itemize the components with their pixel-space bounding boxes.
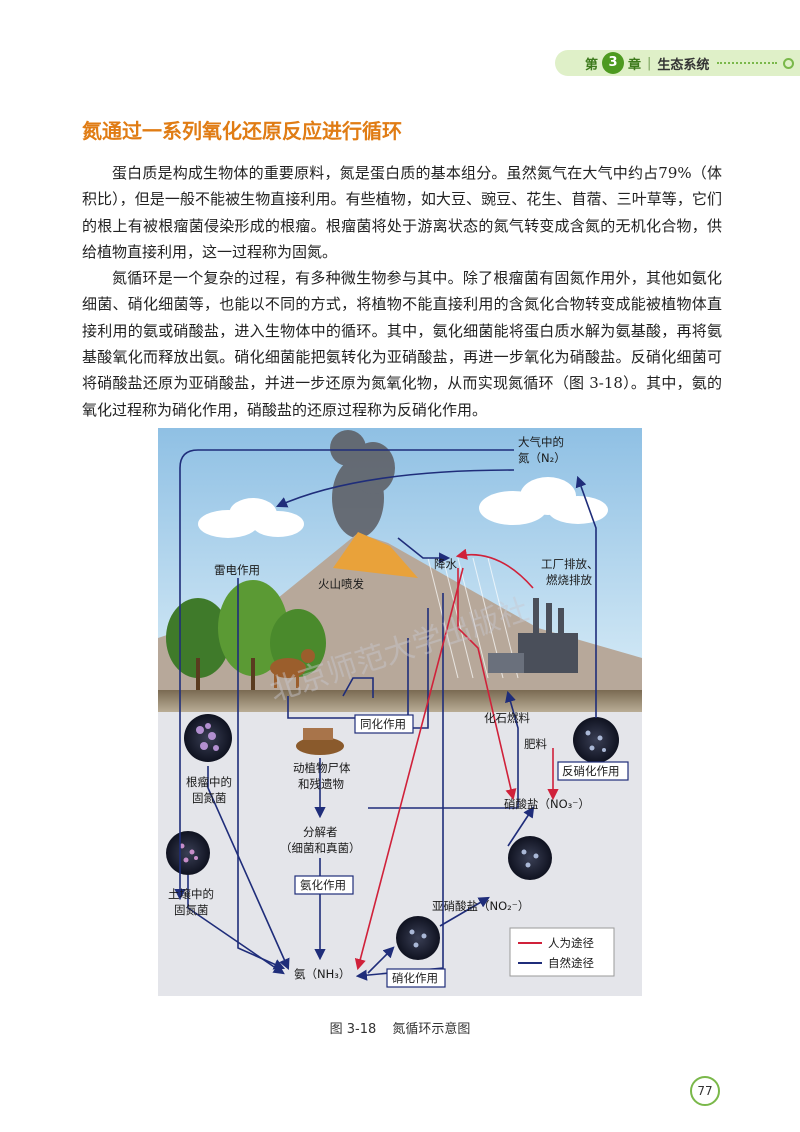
remains-label-2: 和残遗物 [298, 777, 344, 791]
cloud-left [198, 498, 304, 538]
factory-label-2: 燃烧排放 [546, 573, 592, 587]
paragraph-1: 蛋白质是构成生物体的重要原料，氮是蛋白质的基本组分。虽然氮气在大气中约占79%（… [82, 164, 722, 261]
nodule-bacteria-label-1: 根瘤中的 [186, 775, 232, 789]
soil-bacteria-label-1: 土壤中的 [168, 887, 214, 901]
ground [158, 690, 642, 712]
precipitation-label: 降水 [434, 557, 457, 571]
denitrifying-bacteria-image [573, 717, 619, 763]
remains-pile [296, 728, 344, 755]
chapter-name: 生态系统 [657, 57, 710, 73]
ammonia-label: 氨（NH₃） [294, 967, 350, 981]
lightning-label: 雷电作用 [214, 563, 260, 577]
nitrogen-cycle-figure: 大气中的 氮（N₂） 雷电作用 火山喷发 降水 工厂排放、 燃烧排放 化石燃料 … [158, 428, 642, 996]
soil-bacteria-label-2: 固氮菌 [174, 903, 209, 917]
decomposer-label-1: 分解者 [303, 825, 338, 839]
ammonification-box [294, 875, 354, 895]
page-number: 77 [690, 1076, 720, 1106]
nitrite-label: 亚硝酸盐（NO₂⁻） [432, 899, 529, 913]
goat [270, 649, 315, 688]
assimilation-box [354, 714, 414, 734]
legend-natural-label: 自然途径 [548, 956, 594, 970]
volcano-label: 火山喷发 [318, 577, 364, 591]
figure-caption: 图 3-18 氮循环示意图 [0, 1018, 800, 1037]
decomposer-label-2: （细菌和真菌） [280, 841, 361, 855]
soil-bacteria-image [166, 831, 210, 875]
natural-path-arrows [174, 449, 597, 981]
legend: 人为途径 自然途径 [509, 927, 615, 977]
denitrification-box [557, 761, 629, 781]
section-title: 氮通过一系列氧化还原反应进行循环 [82, 119, 402, 143]
nitrification-box [386, 968, 446, 988]
legend-human-label: 人为途径 [548, 936, 594, 950]
nitrate-bacteria-image [508, 836, 552, 880]
ring-icon [783, 57, 794, 69]
chapter-prefix: 第 [585, 57, 599, 73]
nodule-bacteria-label-2: 固氮菌 [192, 791, 227, 805]
atmosphere-n2-label-2: 氮（N₂） [518, 451, 566, 465]
factory-label-1: 工厂排放、 [541, 557, 599, 571]
volcano-smoke [330, 430, 395, 538]
ammonification-label: 氨化作用 [300, 878, 346, 892]
dotted-line-decoration [717, 62, 777, 64]
paragraph-2: 氮循环是一个复杂的过程，有多种微生物参与其中。除了根瘤菌有固氮作用外，其他如氨化… [82, 269, 722, 419]
remains-label-1: 动植物尸体 [293, 761, 351, 775]
fertilizer-label: 肥料 [524, 737, 547, 751]
chapter-separator: | [647, 55, 652, 71]
cloud-right [479, 477, 608, 525]
nodule-bacteria-image [184, 714, 232, 762]
volcano-lava [333, 532, 418, 578]
nitrification-label: 硝化作用 [392, 971, 438, 985]
chapter-number-badge: 3 [602, 52, 625, 74]
nitrite-bacteria-image [396, 916, 440, 960]
chapter-suffix: 章 [628, 57, 642, 73]
body-text: 蛋白质是构成生物体的重要原料，氮是蛋白质的基本组分。虽然氮气在大气中约占79%（… [82, 160, 722, 423]
factory [488, 598, 578, 673]
fossil-fuel-label: 化石燃料 [484, 711, 530, 725]
chapter-header: 第 3 章 | 生态系统 [555, 50, 800, 76]
atmosphere-n2-label-1: 大气中的 [518, 435, 564, 449]
figure-caption-text: 氮循环示意图 [392, 1022, 471, 1037]
denitrification-label: 反硝化作用 [562, 764, 620, 778]
figure-number: 图 3-18 [329, 1022, 377, 1037]
assimilation-label: 同化作用 [360, 717, 406, 731]
nitrate-label: 硝酸盐（NO₃⁻） [504, 797, 590, 811]
human-path-arrows [354, 548, 559, 971]
